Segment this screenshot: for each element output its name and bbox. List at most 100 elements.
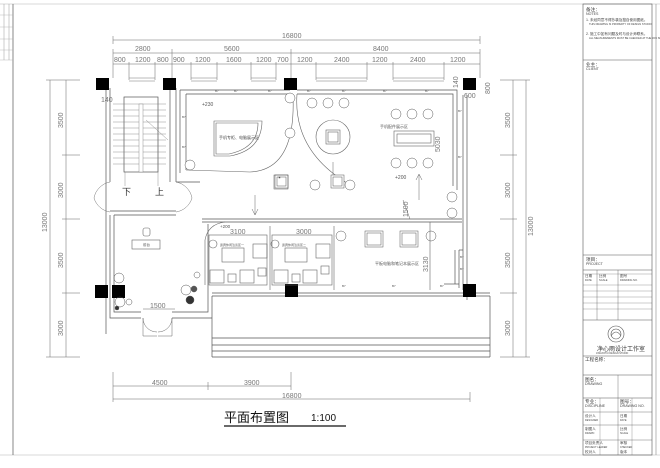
wall-tags: B7 B7 B7 B7 B7 B7 B7 B7 B7 B7 B7 B7 B7 B… [182, 89, 464, 288]
tb-col-a: 日期 [585, 273, 593, 278]
sign-row-right: 比例 [620, 426, 628, 431]
vip-rooms [204, 221, 431, 290]
tb-col-b-en: SCALE [599, 278, 608, 282]
client-en: CLIENT [586, 67, 600, 71]
zone-b-label: 手机配件展示区 [380, 123, 408, 129]
reception-label: 前台 [143, 242, 150, 247]
svg-text:B7: B7 [342, 89, 346, 93]
dim-detail: 2400 [410, 57, 426, 64]
dim-window-gap: 140 [453, 76, 460, 88]
dim-3100: 3100 [230, 229, 246, 236]
left-binding-strip [0, 4, 14, 455]
sign-row-label-en: DRAWN [585, 432, 595, 435]
dim-bottom-4500: 4500 [152, 380, 168, 387]
dim-right-seg: 3500 [505, 252, 512, 268]
notes-header: 备注： [586, 6, 600, 13]
dim-bottom-3900: 3900 [244, 380, 260, 387]
note-2-en: ALL MEASUREMENTS MUST BE CHECKED AT THE … [589, 36, 660, 40]
dim-detail: 1200 [135, 57, 151, 64]
sign-row-right: 审核 [620, 440, 628, 445]
svg-text:B7: B7 [460, 267, 464, 271]
svg-text:B7: B7 [182, 115, 186, 119]
tb-col-c: 图号 [620, 273, 628, 278]
title-block [582, 3, 653, 456]
left-dimensions [46, 79, 80, 358]
dim-top-5600: 5600 [224, 46, 240, 53]
sign-row-right: 日期 [620, 413, 628, 418]
building-walls [105, 88, 491, 358]
sign-row-label-en: PROJECT LEADER [585, 446, 608, 449]
dim-5030: 5030 [435, 136, 442, 152]
svg-text:B7: B7 [440, 284, 444, 288]
section-arrow [251, 162, 423, 220]
staircase [113, 103, 169, 186]
dim-right-total: 13000 [528, 216, 535, 236]
sign-row-label: 校对人 [585, 449, 596, 454]
dim-top-total: 16800 [282, 33, 302, 40]
dim-left-seg: 3500 [58, 252, 65, 268]
elevation-mark-3: +200 [220, 224, 231, 229]
stair-down-label: 下 [122, 187, 131, 197]
dim-detail: 900 [173, 57, 185, 64]
svg-text:B7: B7 [182, 145, 186, 149]
dim-detail: 1600 [226, 57, 242, 64]
dim-right-seg: 3000 [505, 320, 512, 336]
sign-row-label: 项目负责人 [585, 440, 603, 445]
dim-bottom-total: 16800 [282, 393, 302, 400]
dim-left-seg: 3000 [58, 320, 65, 336]
display-pedestals [274, 174, 419, 248]
dim-left-offset: 140 [101, 97, 113, 104]
major-en: DISCIPLINE [585, 404, 606, 408]
dim-detail: 1200 [372, 57, 388, 64]
dim-detail: 1200 [195, 57, 211, 64]
client-label: 业主： [586, 61, 600, 67]
studio-en: JINGXINYU DESIGN STUDIO [596, 352, 628, 355]
project-label: 项目： [586, 257, 600, 263]
svg-text:B7: B7 [215, 89, 219, 93]
dim-entrance: 1500 [150, 303, 166, 310]
svg-text:B7: B7 [383, 89, 387, 93]
zone-a-label: 手机专柜、电脑展示区 [219, 134, 259, 140]
svg-text:B7: B7 [392, 284, 396, 288]
structural-columns [95, 78, 476, 298]
project-en: PROJECT [586, 262, 604, 266]
drawing-no-en: DRAWING NO. [620, 404, 645, 408]
sign-row-right: 版本 [620, 449, 628, 454]
dim-top-2800: 2800 [135, 46, 151, 53]
note-2: 2. 施工中如有问题及时与设计师联系。 [586, 31, 648, 36]
note-1-en: THIS DRAWING IS PROPERTY OF DESIGN STUDI… [589, 22, 652, 26]
svg-text:B7: B7 [268, 89, 272, 93]
note-1: 1. 未经同意不得抄袭及擅自使用图纸。 [586, 17, 648, 22]
right-dimensions [500, 79, 530, 358]
dim-detail: 1200 [256, 57, 272, 64]
vip-2-label: 贵宾休闲洽谈区二 [282, 242, 306, 247]
drawing-no-label: 图号： [620, 399, 634, 405]
zone-b-display [315, 119, 435, 155]
tb-col-b: 比例 [599, 273, 607, 278]
drawing-name-en: DRAWING [585, 382, 602, 386]
sign-row-right-en: DATE [620, 419, 627, 422]
dim-detail: 800 [114, 57, 126, 64]
plants [113, 271, 201, 311]
svg-text:B7: B7 [460, 255, 464, 259]
sign-row-label: 制图人 [585, 426, 596, 431]
top-windows [129, 77, 444, 82]
svg-text:B7: B7 [234, 89, 238, 93]
dim-1500: 1500 [403, 201, 410, 217]
dim-left-seg: 3500 [58, 112, 65, 128]
dim-detail: 2400 [334, 57, 350, 64]
svg-text:B7: B7 [425, 89, 429, 93]
dim-right-seg: 3500 [505, 112, 512, 128]
sign-row-label: 设计人 [585, 413, 596, 418]
dim-detail: 1200 [450, 57, 466, 64]
dim-top-8400: 8400 [373, 46, 389, 53]
project-name-label: 工程名称： [585, 356, 608, 363]
dim-right-seg: 3000 [505, 182, 512, 198]
svg-text:B7: B7 [307, 89, 311, 93]
tb-col-c-en: DRAWING NO. [620, 278, 638, 282]
svg-text:B7: B7 [458, 109, 462, 113]
vip-1-label: 贵宾休闲洽谈区一 [220, 242, 244, 247]
dim-3130: 3130 [423, 256, 430, 272]
